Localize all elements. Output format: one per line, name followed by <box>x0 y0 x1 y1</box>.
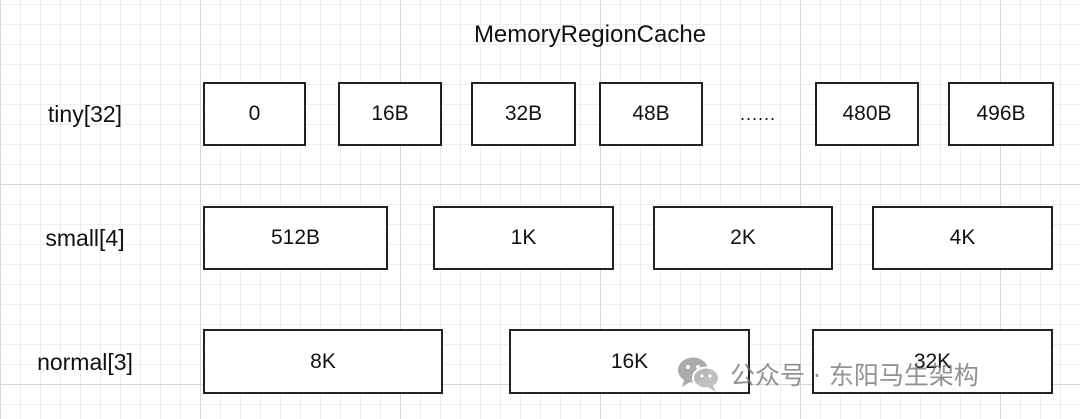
diagram-title: MemoryRegionCache <box>473 21 707 48</box>
cell-tiny-2: 32B <box>471 82 576 146</box>
watermark: 公众号 · 东阳马生架构 <box>676 352 979 396</box>
cell-tiny-5: 496B <box>948 82 1054 146</box>
cell-small-3: 4K <box>872 206 1053 270</box>
cell-normal-2: 32K <box>812 329 1053 394</box>
cell-tiny-3: 48B <box>599 82 703 146</box>
cell-normal-1: 16K <box>509 329 750 394</box>
cell-tiny-1: 16B <box>338 82 442 146</box>
watermark-text: 公众号 · 东阳马生架构 <box>730 361 979 390</box>
cell-small-0: 512B <box>203 206 388 270</box>
cell-tiny-4: 480B <box>815 82 919 146</box>
cell-small-1: 1K <box>433 206 614 270</box>
ellipsis: ...... <box>739 103 776 124</box>
cell-normal-0: 8K <box>203 329 443 394</box>
cell-small-2: 2K <box>653 206 833 270</box>
row-label-tiny: tiny[32] <box>47 100 123 127</box>
cell-tiny-0: 0 <box>203 82 306 146</box>
wechat-icon <box>676 354 722 394</box>
row-label-small: small[4] <box>45 224 125 251</box>
row-label-normal: normal[3] <box>37 348 133 375</box>
